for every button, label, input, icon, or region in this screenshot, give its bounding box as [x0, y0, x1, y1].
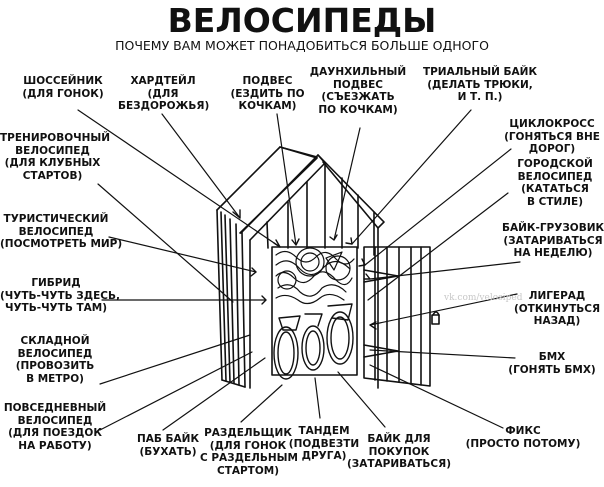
label-shopping-bike: БАЙК ДЛЯ ПОКУПОК (ЗАТАРИВАТЬСЯ) — [346, 433, 452, 470]
label-downhill: ДАУНХИЛЬНЫЙ ПОДВЕС (СЪЕЗЖАТЬ ПО КОЧКАМ) — [309, 66, 407, 116]
bike-pile — [275, 247, 355, 305]
shed-door-right — [363, 246, 440, 387]
label-road-bike: ШОССЕЙНИК (ДЛЯ ГОНОК) — [22, 75, 104, 100]
label-hybrid: ГИБРИД (ЧУТЬ-ЧУТЬ ЗДЕСЬ, ЧУТЬ-ЧУТЬ ТАМ) — [0, 277, 120, 314]
page-title: ВЕЛОСИПЕДЫ — [167, 1, 437, 40]
label-training: ТРЕНИРОВОЧНЫЙ ВЕЛОСИПЕД (ДЛЯ КЛУБНЫХ СТА… — [0, 132, 111, 182]
leader-lines — [77, 109, 521, 431]
label-cyclocross: ЦИКЛОКРОСС (ГОНЯТЬСЯ ВНЕ ДОРОГ) — [504, 118, 600, 155]
label-suspension: ПОДВЕС (ЕЗДИТЬ ПО КОЧКАМ) — [230, 75, 305, 112]
label-time-trial: РАЗДЕЛЬЩИК (ДЛЯ ГОНОК С РАЗДЕЛЬНЫМ СТАРТ… — [200, 427, 299, 477]
label-commuter: ПОВСЕДНЕВНЫЙ ВЕЛОСИПЕД (ДЛЯ ПОЕЗДОК НА Р… — [3, 402, 107, 452]
label-folding: СКЛАДНОЙ ВЕЛОСИПЕД (ПРОВОЗИТЬ В МЕТРО) — [15, 335, 95, 385]
label-cargo: БАЙК-ГРУЗОВИК (ЗАТАРИВАТЬСЯ НА НЕДЕЛЮ) — [502, 222, 604, 259]
label-tandem: ТАНДЕМ (ПОДВЕЗТИ ДРУГА) — [288, 425, 360, 462]
arrowheads — [232, 209, 377, 330]
label-fixie: ФИКС (ПРОСТО ПОТОМУ) — [465, 425, 581, 450]
label-hardtail: ХАРДТЕЙЛ (ДЛЯ БЕЗДОРОЖЬЯ) — [118, 75, 210, 112]
label-bmx: БМХ (ГОНЯТЬ БМХ) — [508, 351, 596, 376]
shed-roof — [216, 146, 385, 241]
label-pub-bike: ПАБ БАЙК (БУХАТЬ) — [136, 433, 200, 458]
label-touring: ТУРИСТИЧЕСКИЙ ВЕЛОСИПЕД (ПОСМОТРЕТЬ МИР) — [0, 213, 123, 250]
label-recumbent: ЛИГЕРАД (ОТКИНУТЬСЯ НАЗАД) — [513, 290, 601, 327]
shed-doorway — [271, 246, 358, 376]
page-subtitle: ПОЧЕМУ ВАМ МОЖЕТ ПОНАДОБИТЬСЯ БОЛЬШЕ ОДН… — [115, 38, 489, 53]
watermark: vk.com/velosiped — [444, 293, 523, 303]
label-trial: ТРИАЛЬНЫЙ БАЙК (ДЕЛАТЬ ТРЮКИ, И Т. П.) — [422, 66, 538, 103]
shed-left-wall — [216, 209, 246, 388]
standing-bikes — [273, 303, 354, 380]
label-city: ГОРОДСКОЙ ВЕЛОСИПЕД (КАТАТЬСЯ В СТИЛЕ) — [517, 158, 593, 208]
